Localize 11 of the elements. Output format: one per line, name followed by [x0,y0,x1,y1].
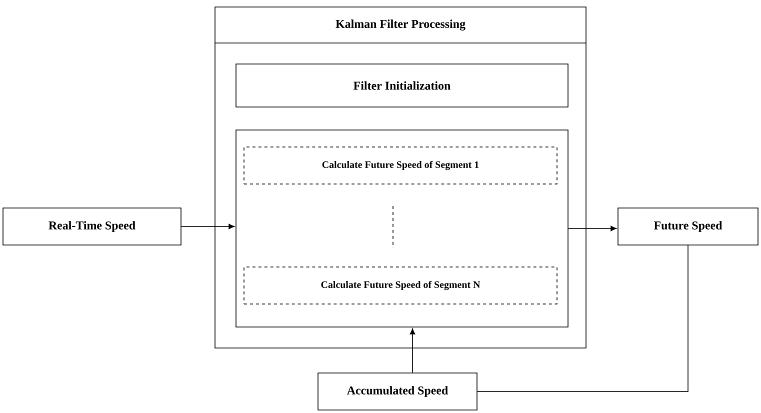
process-box: Real-Time Speed [2,208,182,246]
arrow [410,328,416,373]
process-box: Accumulated Speed [318,372,478,410]
arrow [181,224,235,230]
step-box: Calculate Future Speed of Segment 1 [244,146,558,184]
process-box: Future Speed [618,208,758,246]
group-box [236,130,568,328]
arrow [568,226,617,232]
step-box: Calculate Future Speed of Segment N [244,266,558,304]
connector-line [477,245,688,392]
process-box: Filter Initialization [236,64,568,108]
